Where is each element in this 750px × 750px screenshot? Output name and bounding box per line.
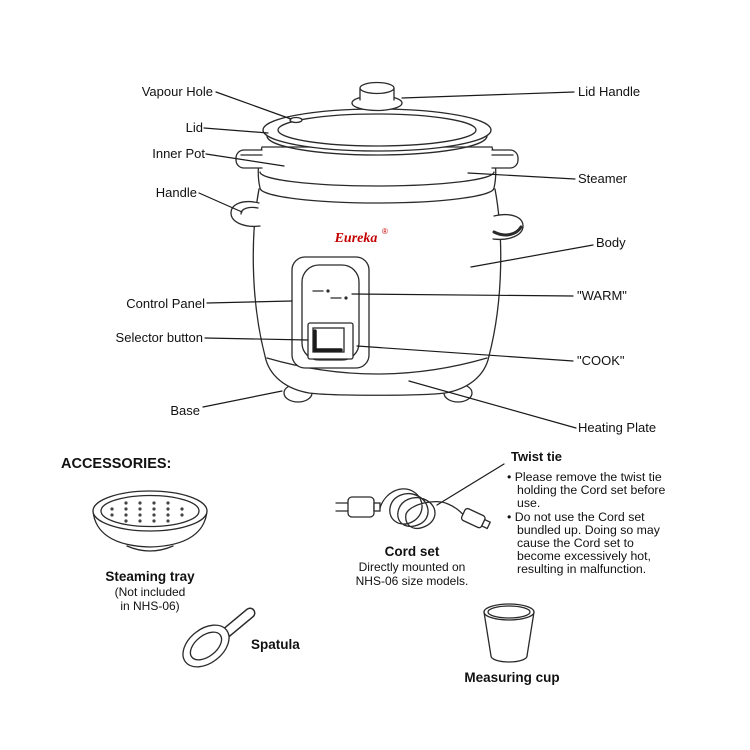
- leader-lines: [198, 91, 594, 506]
- accessories-heading: ACCESSORIES:: [61, 456, 172, 472]
- base-seam: [266, 357, 488, 375]
- lid-handle-knob: [359, 81, 395, 95]
- cord-set-note-1: Directly mounted on: [358, 560, 466, 574]
- steaming-tray-illustration: [92, 490, 208, 552]
- label-selector-button: Selector button: [115, 330, 203, 345]
- spatula-bowl: [182, 624, 230, 668]
- measuring-cup-label: Measuring cup: [464, 670, 560, 685]
- left-body-handle: [230, 200, 261, 228]
- label-lid-handle: Lid Handle: [578, 84, 641, 99]
- cord: [379, 488, 467, 529]
- label-vapour-hole: Vapour Hole: [141, 84, 213, 99]
- steaming-tray-note-1: (Not included: [114, 585, 186, 599]
- vapour-hole: [289, 116, 303, 124]
- twist-tie-warnings: • Please remove the twist tie holding th…: [507, 470, 668, 577]
- steamer-right-handle: [491, 149, 519, 169]
- cord-set-note-2: NHS-06 size models.: [355, 574, 469, 588]
- tray-perforations: [110, 501, 184, 523]
- label-handle: Handle: [155, 185, 197, 200]
- label-heating-plate: Heating Plate: [578, 420, 657, 435]
- twist-tie-leader: [436, 463, 505, 506]
- spatula-label: Spatula: [251, 637, 300, 652]
- label-cook: "COOK": [577, 353, 625, 368]
- cord-set-illustration: [335, 488, 492, 530]
- steaming-tray-note-2: in NHS-06): [120, 599, 180, 613]
- twist-tie-bullet-1: • Please remove the twist tie holding th…: [507, 470, 666, 511]
- label-lid: Lid: [185, 120, 203, 135]
- cord-set-label: Cord set: [384, 544, 440, 559]
- label-steamer: Steamer: [578, 171, 628, 186]
- plug: [347, 496, 375, 518]
- twist-tie-label: Twist tie: [511, 449, 563, 464]
- label-control-panel: Control Panel: [126, 296, 205, 311]
- spatula-illustration: [182, 607, 256, 668]
- twist-tie-bullet-2: • Do not use the Cord set bundled up. Do…: [507, 509, 660, 577]
- label-warm: "WARM": [577, 288, 627, 303]
- label-body: Body: [596, 235, 626, 250]
- lid: [262, 108, 492, 152]
- steamer-band: [257, 146, 497, 204]
- measuring-cup-illustration: [483, 603, 535, 663]
- brand-reg-mark: ®: [382, 227, 388, 236]
- steaming-tray-label: Steaming tray: [105, 569, 195, 584]
- label-base: Base: [170, 403, 200, 418]
- brand-text: Eureka: [334, 231, 378, 246]
- label-inner-pot: Inner Pot: [152, 146, 205, 161]
